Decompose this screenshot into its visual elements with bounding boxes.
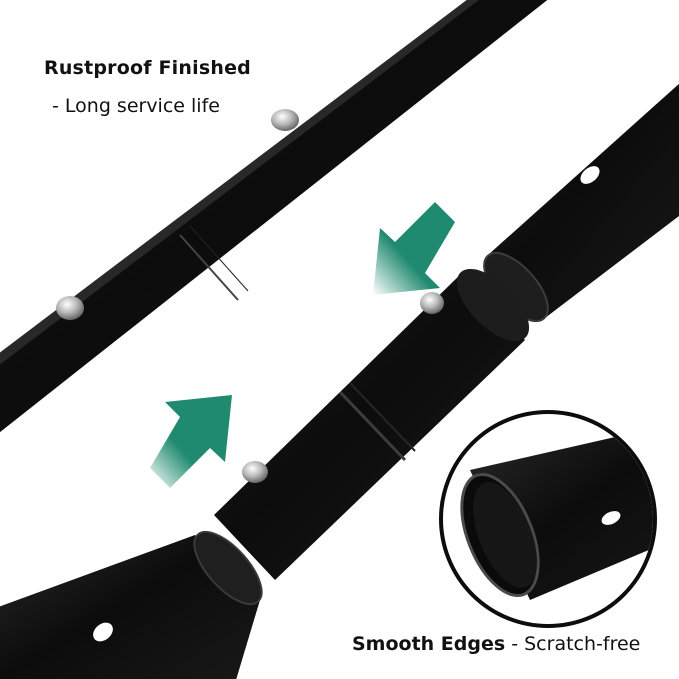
pin-icon (420, 292, 444, 314)
bottom-caption: Smooth Edges - Scratch-free (352, 633, 640, 655)
hole-icon (601, 511, 621, 525)
pin-icon (271, 109, 299, 131)
pin-icon (56, 296, 84, 320)
lower-left-pipe (0, 530, 263, 679)
hole-icon (580, 166, 600, 184)
top-pipe (0, 0, 548, 433)
subtitle-text: - Long service life (52, 95, 220, 117)
hole-icon (93, 622, 113, 642)
upper-right-pipe (483, 83, 679, 322)
center-connector (214, 268, 530, 580)
pin-icon (242, 461, 268, 483)
zoom-circle (439, 410, 657, 628)
bottom-caption-bold: Smooth Edges (352, 633, 506, 655)
arrow-icon (373, 202, 455, 295)
bottom-caption-rest: - Scratch-free (505, 633, 641, 655)
arrow-icon (150, 395, 232, 488)
title-text: Rustproof Finished (44, 57, 251, 79)
